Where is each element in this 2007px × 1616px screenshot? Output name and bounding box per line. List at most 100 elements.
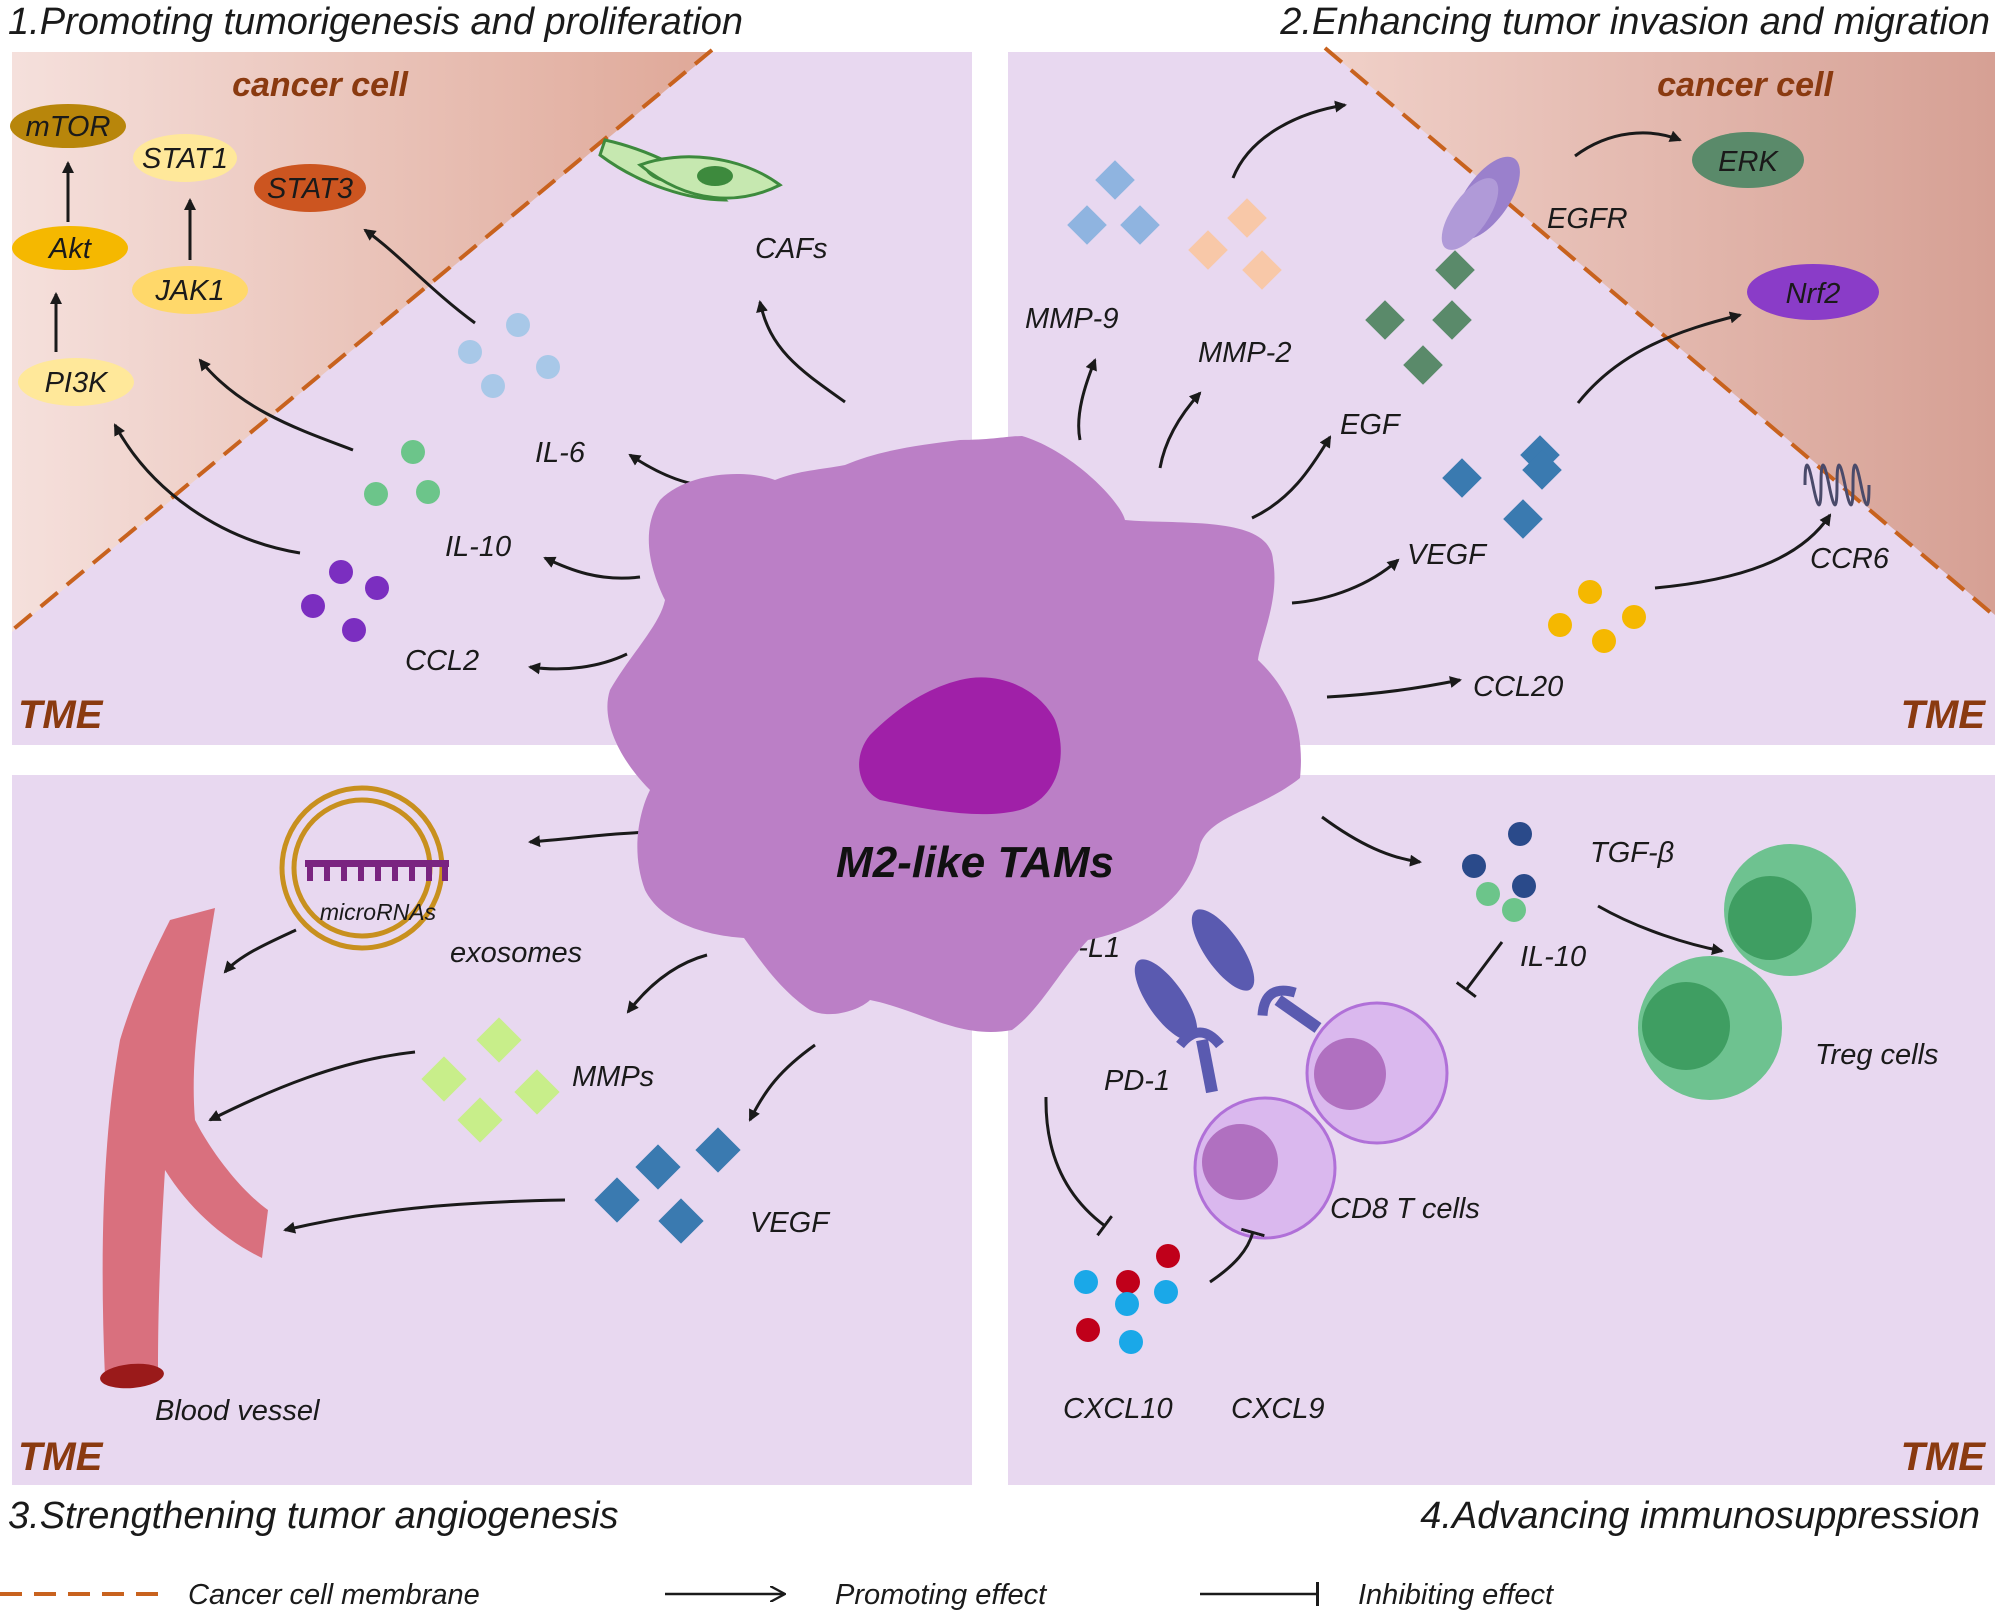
center-label: M2-like TAMs — [836, 838, 1114, 887]
to-nrf2-arrow — [1576, 311, 1742, 404]
ccl20-label: CCL20 — [1473, 671, 1563, 703]
legend-inhibiting-label: Inhibiting effect — [1358, 1579, 1555, 1611]
panel-4-title: 4.Advancing immunosuppression — [1420, 1495, 1980, 1537]
il10-label-p1: IL-10 — [445, 531, 511, 563]
mmps-to-vessel-arrow — [208, 1050, 416, 1122]
panel-1-membrane — [8, 48, 714, 634]
tam-to-vegf-p3-arrow — [748, 1043, 816, 1122]
mtor-node — [10, 104, 126, 148]
mmps-label: MMPs — [572, 1061, 654, 1093]
vessel-opening — [100, 1363, 164, 1389]
panel-4-tme-label: TME — [1901, 1435, 1987, 1479]
pi3k-node — [18, 358, 134, 406]
jak1-label: JAK1 — [154, 275, 224, 307]
egfr-to-erk-arrow — [1574, 130, 1682, 158]
pd1-pdl1-complex — [1134, 909, 1322, 1094]
panel-2-tme-label: TME — [1901, 693, 1987, 737]
mmp9-label: MMP-9 — [1025, 303, 1118, 335]
tgfb-label: TGF-β — [1590, 837, 1674, 869]
ccr6-label: CCR6 — [1810, 543, 1890, 575]
legend-promoting-label: Promoting effect — [835, 1579, 1048, 1611]
ccl2-label: CCL2 — [405, 645, 479, 677]
panel-1-cancer-cell-label: cancer cell — [232, 66, 409, 104]
tam-to-mmp2-arrow — [1158, 391, 1202, 469]
cd8-nucleus-2 — [1202, 1124, 1278, 1200]
akt-label: Akt — [47, 233, 93, 265]
stat3-node — [254, 164, 366, 212]
tam-to-vegf-arrow — [1291, 558, 1400, 605]
microrna-strand — [305, 860, 449, 867]
tam-to-tgfb-arrow — [1321, 815, 1422, 867]
tam-to-ccl2-arrow — [528, 652, 628, 675]
cxcl-dots — [1074, 1244, 1180, 1354]
il6-to-stat3-arrow — [363, 228, 476, 325]
tam-nucleus — [859, 677, 1061, 815]
exosome — [279, 785, 449, 951]
panel-1-tme-label: TME — [18, 693, 104, 737]
blood-vessel — [100, 908, 268, 1389]
egfr-label: EGFR — [1547, 203, 1628, 235]
panel-2-cancer-cell-label: cancer cell — [1657, 66, 1834, 104]
cd8-label: CD8 T cells — [1330, 1193, 1480, 1225]
vessel-body — [102, 908, 268, 1378]
pd1-label: PD-1 — [1104, 1065, 1170, 1097]
cxcl9-label: CXCL9 — [1231, 1393, 1325, 1425]
nrf2-node — [1747, 264, 1879, 320]
panel-3-tme-label: TME — [18, 1435, 104, 1479]
ccl20-to-ccr6-arrow — [1654, 513, 1832, 590]
il10-label-p4: IL-10 — [1520, 941, 1586, 973]
tam-to-il10-arrow — [543, 556, 641, 580]
cd8-t-cells — [1193, 1001, 1449, 1240]
m2-tam-cell — [607, 436, 1301, 1033]
panel-3-title: 3.Strengthening tumor angiogenesis — [8, 1495, 619, 1537]
microrna-bases — [307, 867, 448, 881]
il6-label: IL-6 — [535, 437, 586, 469]
panel-1-signaling: mTOR STAT1 STAT3 Akt JAK1 PI3K — [10, 104, 366, 406]
cxcl-inhibits-cd8 — [1209, 1227, 1265, 1284]
treg-nucleus-1 — [1728, 876, 1812, 960]
tam-to-ccl20-arrow — [1326, 676, 1462, 699]
tam-inhibits-cxcl — [1044, 1096, 1113, 1237]
treg-cells — [1638, 844, 1856, 1100]
treg-nucleus-2 — [1642, 982, 1730, 1070]
erk-node — [1692, 132, 1804, 188]
legend-membrane-label: Cancer cell membrane — [188, 1579, 480, 1611]
panel-1-title: 1.Promoting tumorigenesis and proliferat… — [8, 1, 743, 43]
tam-to-egf-arrow — [1251, 435, 1332, 520]
tam-to-mmps-arrow — [626, 953, 708, 1014]
il10-inhibits-cd8 — [1455, 941, 1504, 998]
cafs-label: CAFs — [755, 233, 828, 265]
panel-1 — [8, 48, 972, 745]
micrornas-label: microRNAs — [320, 899, 437, 925]
panel-2-membrane — [1323, 46, 1999, 620]
nrf2-label: Nrf2 — [1786, 278, 1841, 310]
to-cafs-arrow — [756, 300, 846, 404]
il10-dots — [364, 440, 440, 506]
cafs-cells — [598, 138, 783, 202]
egf-label: EGF — [1340, 409, 1402, 441]
mmp-to-membrane-arrow — [1231, 100, 1347, 179]
exosome-to-vessel-arrow — [223, 928, 297, 974]
vegf-label-p2: VEGF — [1407, 539, 1488, 571]
vegf-to-vessel-arrow — [283, 1198, 566, 1234]
erk-label: ERK — [1718, 146, 1779, 178]
tgfb-to-treg-arrow — [1597, 904, 1724, 956]
il6-dots — [458, 313, 560, 398]
tgfb-il10-dots — [1462, 822, 1536, 922]
ccl2-to-pi3k-arrow — [113, 423, 301, 555]
exosomes-label: exosomes — [450, 937, 582, 969]
pi3k-label: PI3K — [45, 367, 110, 399]
tam-to-mmp9-arrow — [1077, 358, 1097, 441]
caf-nucleus-2 — [697, 166, 733, 186]
panel-2-title: 2.Enhancing tumor invasion and migration — [1279, 1, 1990, 43]
ccl20-dots — [1548, 580, 1646, 653]
stat3-label: STAT3 — [267, 173, 353, 205]
mtor-label: mTOR — [26, 111, 111, 143]
legend: Cancer cell membrane Promoting effect In… — [0, 1579, 1555, 1611]
cd8-nucleus-1 — [1314, 1038, 1386, 1110]
mmp2-label: MMP-2 — [1198, 337, 1291, 369]
blood-vessel-label: Blood vessel — [155, 1395, 321, 1427]
vegf-label-p3: VEGF — [750, 1207, 831, 1239]
